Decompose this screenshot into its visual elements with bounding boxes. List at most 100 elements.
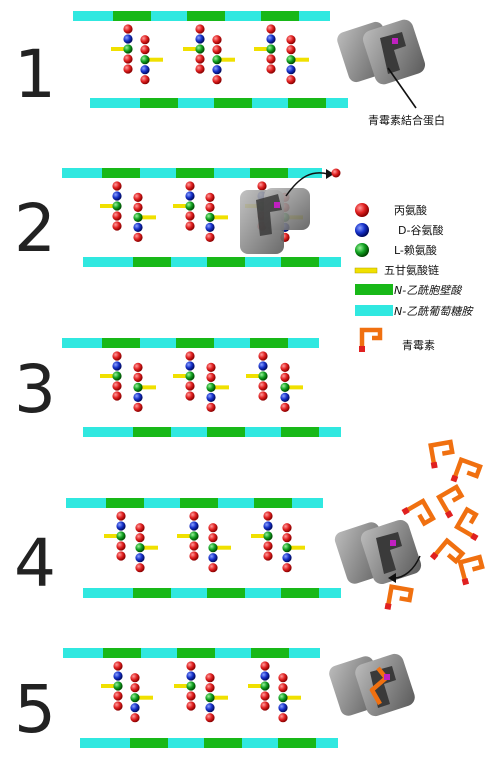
ala-residue [257,181,267,191]
penicillin-molecule [384,584,414,610]
glu-residue [206,392,216,402]
glu-residue [140,65,150,75]
ala-residue [112,181,122,191]
lys-residue [140,55,150,65]
ala-residue [278,683,288,693]
ala-residue [130,683,140,693]
ala-residue [189,511,199,521]
nam-segment [261,11,299,21]
lys-residue [208,543,218,553]
ala-residue [140,35,150,45]
ala-residue [286,45,296,55]
nam-segment [102,338,140,348]
lys-residue [278,693,288,703]
lys-residue [212,55,222,65]
pentaglycine-bridge [291,545,305,550]
ala-residue [205,192,215,202]
ala-residue [278,673,288,683]
ala-residue [195,64,205,74]
lys-residue [205,212,215,222]
ala-residue [135,563,145,573]
pbp-label: 青霉素結合蛋白 [368,113,445,127]
legend-label-penicillin: 青霉素 [402,339,435,352]
ala-residue [280,402,290,412]
ala-residue [206,372,216,382]
nam-segment [281,427,319,437]
lys-residue [113,681,123,691]
ala-residue [185,211,195,221]
pentaglycine-bridge [139,695,153,700]
ala-residue [263,551,273,561]
lys-residue [185,371,195,381]
ala-residue [133,192,143,202]
penicillin-binding-protein-5 [329,653,415,717]
pentaglycine-bridge [174,684,188,688]
glu-residue [208,553,218,563]
ala-residue [205,713,215,723]
ala-residue [123,54,133,64]
lys-residue [205,693,215,703]
ala-residue [195,24,205,34]
ala-residue [206,402,216,412]
ala-residue [133,362,143,372]
ala-residue [280,372,290,382]
pentaglycine-bridge [295,57,309,62]
ala-residue [286,35,296,45]
lys-residue [263,531,273,541]
ala-residue [266,54,276,64]
glu-residue [205,222,215,232]
glu-residue [186,671,196,681]
legend-pentaglycine-icon [354,267,378,274]
nam-segment [102,168,140,178]
nam-segment [177,648,215,658]
penicillin-binding-arrow [393,555,421,579]
panel-4 [66,498,341,598]
ala-residue [130,713,140,723]
penicillin-molecule [450,456,483,483]
penicillin-molecule [457,554,485,586]
ala-residue [135,523,145,533]
ala-residue [260,691,270,701]
cell-wall-panels [62,11,348,748]
legend-label-ala: 丙氨酸 [394,203,427,217]
glu-residue [280,392,290,402]
glu-residue [266,34,276,44]
ala-residue [212,45,222,55]
pentaglycine-bridge [254,47,268,51]
ala-residue [205,683,215,693]
step-number-4: 4 [14,525,56,602]
nam-segment [207,257,245,267]
legend-penicillin-icon [359,327,383,350]
legend-nam-icon [355,284,393,295]
glu-residue [135,553,145,563]
ala-residue [140,75,150,85]
nam-segment [207,588,245,598]
ala-residue [189,551,199,561]
lys-residue [123,44,133,54]
panel-5 [63,648,338,748]
nam-segment [103,648,141,658]
ala-residue [282,523,292,533]
glu-residue [133,392,143,402]
nam-segment [251,648,289,658]
pentaglycine-bridge [214,695,228,700]
ala-residue [133,372,143,382]
pentaglycine-bridge [183,47,197,51]
lys-residue [130,693,140,703]
pentaglycine-bridge [287,695,301,700]
nam-segment [254,498,292,508]
lys-residue [116,531,126,541]
nam-segment [288,98,326,108]
ala-residue [258,381,268,391]
ala-residue [112,221,122,231]
legend: 丙氨酸 D-谷氨酸 L-赖氨酸 五甘氨酸链 N-乙酰胞壁酸 N-乙酰葡萄糖胺 青… [354,203,474,352]
glu-residue [113,671,123,681]
ala-residue [185,221,195,231]
glu-residue [116,521,126,531]
ala-residue [123,64,133,74]
ala-residue [208,523,218,533]
legend-label-nag: N-乙酰葡萄糖胺 [394,305,474,318]
ala-residue [140,45,150,55]
nam-segment [204,738,242,748]
